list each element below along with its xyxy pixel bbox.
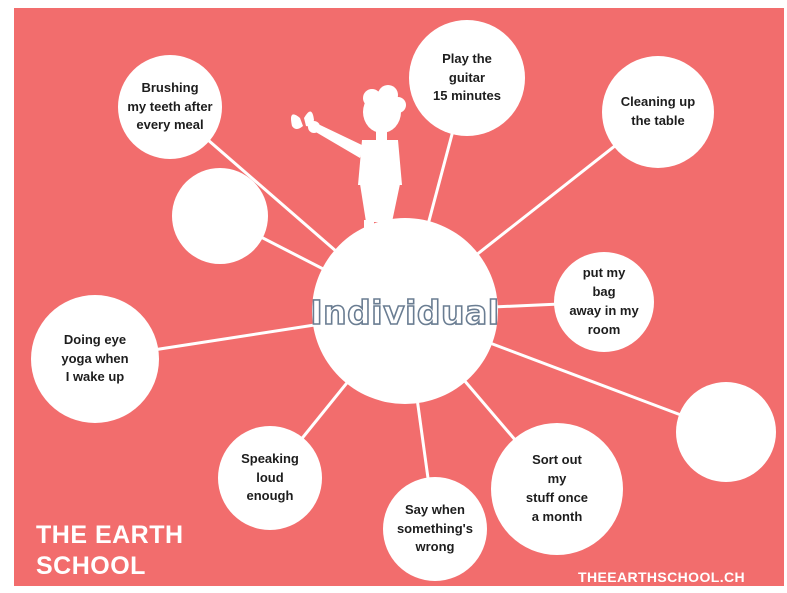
child-silhouette-illustration: [291, 85, 406, 236]
brand-url: THEEARTHSCHOOL.CH: [578, 569, 746, 585]
bubble-guitar: [409, 20, 525, 136]
bubble-label-say-when: Say when something's wrong: [396, 501, 473, 555]
bubble-speaking: [218, 426, 322, 530]
bubble-label-blank-left: [177, 173, 263, 259]
bubble-label-eye-yoga: Doing eye yoga when I wake up: [61, 331, 129, 385]
bubble-circles: [31, 20, 776, 581]
bubble-label-blank-right: [681, 387, 771, 477]
center-bubble: [312, 218, 498, 404]
bubble-blank-right: [676, 382, 776, 482]
bubble-bag: [554, 252, 654, 352]
bubble-label-guitar: Play the guitar 15 minutes: [433, 50, 501, 104]
center-label: Individual: [310, 292, 500, 333]
bubble-cleaning: [602, 56, 714, 168]
bubble-label-sort-out: Sort out my stuff once a month: [525, 452, 589, 524]
brand-title: THE EARTH SCHOOL: [36, 521, 184, 581]
bubble-brushing: [118, 55, 222, 159]
bubble-sort-out: [491, 423, 623, 555]
bubble-eye-yoga: [31, 295, 159, 423]
bubble-label-brushing: Brushing my teeth after every meal: [127, 79, 213, 133]
bubble-label-cleaning: Cleaning up the table: [620, 94, 696, 128]
bubble-label-bag: put my bag away in my room: [569, 265, 639, 337]
bubble-label-speaking: Speaking loud enough: [241, 450, 299, 504]
bubble-blank-left: [172, 168, 268, 264]
bubble-say-when: [383, 477, 487, 581]
